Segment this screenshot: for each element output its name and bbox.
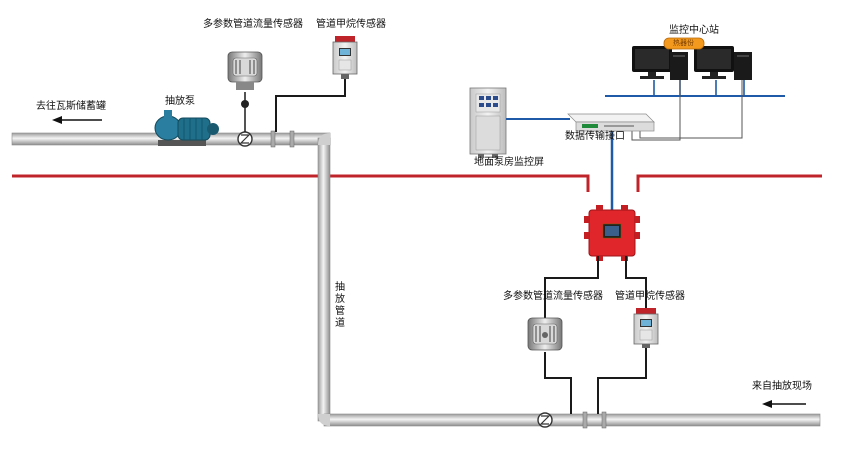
- boundary-line: [12, 174, 822, 192]
- top-methane-sensor-icon: [275, 36, 358, 132]
- flow-sensor-cable: [544, 256, 599, 320]
- hub-badge-label: 热器份: [673, 39, 694, 47]
- data-interface-label: 数据传输接口: [565, 131, 625, 142]
- top-flow-sensor-label: 多参数管道流量传感器: [203, 19, 303, 30]
- ground-screen-cabinet-icon: [469, 87, 507, 158]
- monitor-station: [605, 37, 785, 97]
- monitor-station-label: 监控中心站: [669, 25, 719, 36]
- pump-icon: [154, 110, 219, 146]
- from-site-label: 来自抽放现场: [752, 381, 812, 392]
- station-cable-1: [631, 80, 681, 141]
- top-valve-icon: [237, 131, 253, 147]
- pipeline-label: 抽 放 管 道: [334, 282, 346, 330]
- methane-sensor-pipe-link: [597, 346, 647, 414]
- station-cable-2: [639, 80, 743, 139]
- bottom-methane-sensor-label: 管道甲烷传感器: [615, 291, 685, 302]
- pipeline: [11, 130, 821, 429]
- junction-box-icon: [584, 205, 640, 261]
- left-arrow-icon: [52, 116, 102, 124]
- pump-label: 抽放泵: [165, 96, 195, 107]
- methane-sensor-cable: [625, 256, 647, 310]
- pipeline-label-text: 抽 放 管 道: [335, 282, 345, 329]
- bottom-flow-sensor-label: 多参数管道流量传感器: [503, 291, 603, 302]
- bottom-methane-sensor-icon: [633, 308, 659, 348]
- data-interface-device-icon: [567, 113, 655, 132]
- ground-screen-label: 地面泵房监控屏: [474, 157, 544, 168]
- monitor-left-icon: [632, 46, 688, 80]
- bottom-flow-sensor-icon: [527, 317, 563, 351]
- monitor-right-icon: [694, 46, 752, 80]
- right-flow-arrow-icon: [762, 400, 806, 408]
- top-methane-sensor-label: 管道甲烷传感器: [316, 19, 386, 30]
- flow-sensor-pipe-link: [544, 352, 572, 414]
- gas-storage-label: 去往瓦斯储蓄罐: [36, 101, 106, 112]
- top-flow-sensor-icon: [227, 51, 263, 132]
- network-hub-icon: [663, 37, 705, 50]
- bottom-valve-icon: [537, 412, 553, 428]
